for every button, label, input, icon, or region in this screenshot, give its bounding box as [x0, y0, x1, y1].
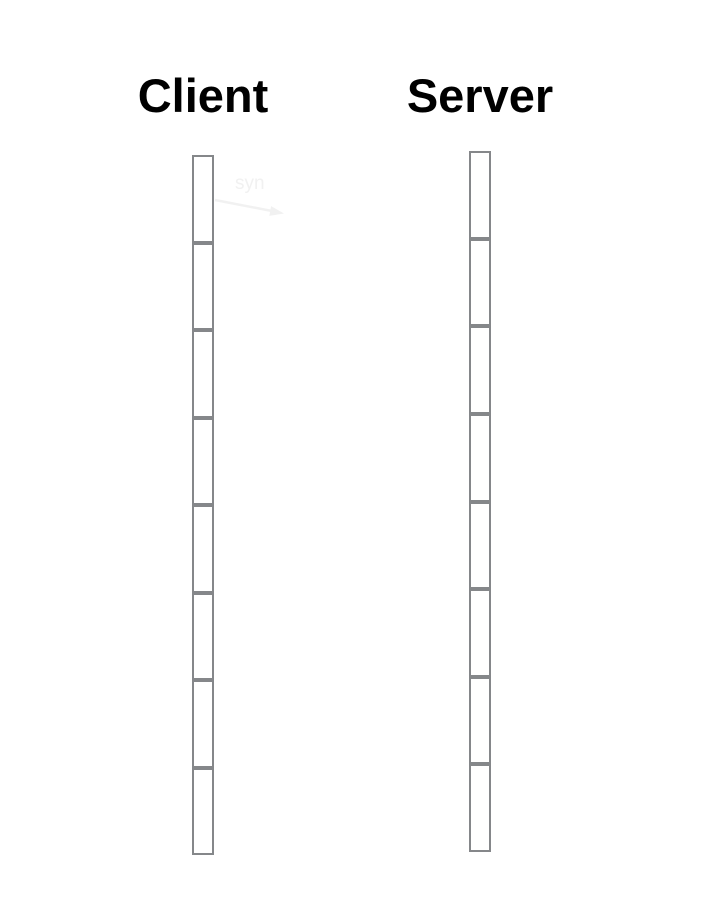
activation-segment: [192, 330, 214, 418]
activation-segment: [469, 151, 491, 239]
lifeline-server: [469, 151, 491, 852]
activation-segment: [469, 238, 491, 327]
syn-message-arrowhead-icon: [269, 206, 284, 216]
activation-segment: [192, 417, 214, 505]
activation-segment: [192, 592, 214, 680]
actor-title-client: Client: [137, 69, 269, 122]
syn-message: syn: [214, 173, 284, 216]
activation-segment: [192, 767, 214, 855]
activation-segment: [469, 676, 491, 765]
activation-segment: [192, 155, 214, 243]
activation-segment: [192, 505, 214, 593]
lifeline-client: [192, 155, 214, 855]
activation-segment: [469, 413, 491, 502]
activation-segment: [469, 326, 491, 414]
activation-segment: [192, 680, 214, 768]
activation-segment: [469, 764, 491, 852]
actor-title-server: Server: [406, 69, 554, 122]
syn-message-arrow-line: [214, 198, 273, 213]
activation-segment: [469, 589, 491, 677]
activation-segment: [192, 242, 214, 330]
activation-segment: [469, 501, 491, 590]
syn-message-label: syn: [235, 173, 265, 194]
